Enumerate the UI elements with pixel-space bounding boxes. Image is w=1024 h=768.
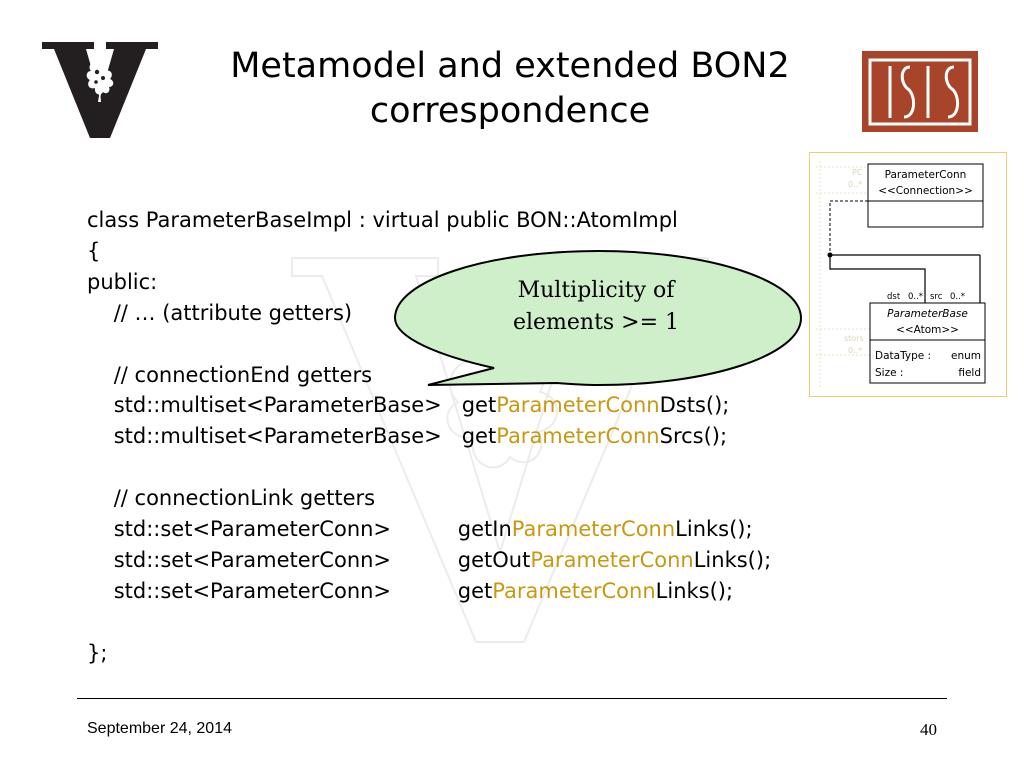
- uml-conn-name: ParameterConn: [885, 169, 967, 181]
- uml-attr2-value: field: [958, 367, 981, 379]
- callout-bubble: [393, 249, 803, 387]
- code-line: std::set<ParameterConn> getParameterConn…: [87, 576, 733, 607]
- uml-connection-lines: [829, 254, 981, 303]
- code-text: std::set<ParameterConn> getOut: [87, 547, 531, 572]
- code-line: {: [87, 236, 100, 267]
- code-text: Srcs();: [659, 424, 728, 449]
- page-number: 40: [920, 720, 937, 739]
- uml-atom-class: ParameterBase <<Atom>> DataType : enum S…: [869, 302, 986, 384]
- code-line: // connectionEnd getters: [87, 360, 372, 391]
- uml-role-dst: dst: [887, 292, 901, 302]
- code-text: Dsts();: [659, 393, 730, 418]
- uml-attr1-value: enum: [951, 350, 981, 362]
- code-line: // … (attribute getters): [87, 298, 352, 329]
- code-line: std::set<ParameterConn> getInParameterCo…: [87, 514, 753, 545]
- uml-conn-stereotype: <<Connection>>: [878, 185, 973, 197]
- uml-faded-ps-mult: 0..*: [848, 346, 862, 355]
- callout-line-2: elements >= 1: [512, 310, 680, 335]
- uml-mult-src: 0..*: [950, 292, 965, 302]
- code-text: class ParameterBaseImpl : virtual public…: [87, 208, 678, 232]
- code-highlight: ParameterConn: [492, 578, 656, 603]
- code-text: Links();: [693, 547, 772, 572]
- code-highlight: ParameterConn: [496, 424, 660, 449]
- code-text: std::set<ParameterConn> get: [87, 578, 493, 603]
- slide-title: Metamodel and extended BON2 corresponden…: [180, 44, 840, 134]
- callout-text: Multiplicity of elements >= 1: [486, 275, 706, 339]
- code-text: {: [87, 238, 101, 263]
- callout-line-1: Multiplicity of: [517, 278, 675, 303]
- code-text: Links();: [675, 517, 753, 541]
- uml-attr2-name: Size :: [875, 367, 903, 379]
- code-line: std::multiset<ParameterBase> getParamete…: [87, 390, 730, 421]
- code-highlight: ParameterConn: [530, 547, 694, 572]
- code-line: class ParameterBaseImpl : virtual public…: [87, 205, 678, 236]
- code-text: // … (attribute getters): [87, 300, 353, 325]
- uml-role-src: src: [930, 292, 943, 302]
- uml-faded-lines: [816, 161, 870, 389]
- uml-mult-dst: 0..*: [908, 292, 923, 302]
- code-line: std::set<ParameterConn> getOutParameterC…: [87, 545, 771, 576]
- uml-association-line: [829, 200, 868, 255]
- footer-divider: [77, 698, 947, 699]
- code-line: public:: [87, 267, 157, 298]
- uml-diagram: PC 0..* stors 0..* ParameterConn <<Conne…: [809, 152, 1007, 397]
- uml-diagram-canvas: PC 0..* stors 0..* ParameterConn <<Conne…: [816, 161, 986, 389]
- uml-faded-pc: PC: [852, 168, 863, 177]
- code-text: public:: [87, 269, 158, 294]
- code-line: };: [87, 638, 107, 669]
- code-text: Links();: [655, 578, 734, 603]
- code-text: };: [87, 640, 108, 665]
- vanderbilt-logo: [42, 42, 158, 138]
- code-text: std::multiset<ParameterBase> get: [87, 393, 497, 418]
- footer-date: September 24, 2014: [87, 720, 232, 737]
- code-line: // connectionLink getters: [87, 483, 375, 514]
- slide-title-line-1: Metamodel and extended BON2: [230, 46, 790, 86]
- code-text: std::multiset<ParameterBase> get: [87, 424, 497, 449]
- code-line: std::multiset<ParameterBase> getParamete…: [87, 421, 727, 452]
- uml-atom-name: ParameterBase: [887, 308, 968, 320]
- uml-faded-pc-mult: 0..*: [848, 180, 862, 189]
- code-highlight: ParameterConn: [511, 517, 676, 541]
- uml-atom-stereotype: <<Atom>>: [896, 324, 959, 336]
- code-text: std::set<ParameterConn> getIn: [87, 517, 512, 541]
- code-text: // connectionLink getters: [87, 486, 376, 511]
- isis-logo: [862, 51, 978, 132]
- uml-connection-class: ParameterConn <<Connection>>: [867, 163, 984, 228]
- uml-faded-ps: stors: [844, 334, 864, 343]
- code-text: // connectionEnd getters: [87, 362, 373, 387]
- slide-title-line-2: correspondence: [369, 91, 651, 131]
- uml-attr1-name: DataType :: [875, 350, 931, 362]
- code-highlight: ParameterConn: [496, 393, 660, 418]
